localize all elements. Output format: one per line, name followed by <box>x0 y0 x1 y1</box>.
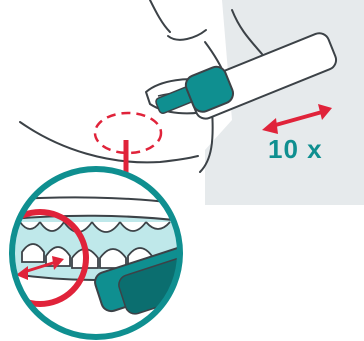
repeat-count-label: 10 x <box>268 136 323 162</box>
magnified-teeth-icon <box>0 169 224 341</box>
